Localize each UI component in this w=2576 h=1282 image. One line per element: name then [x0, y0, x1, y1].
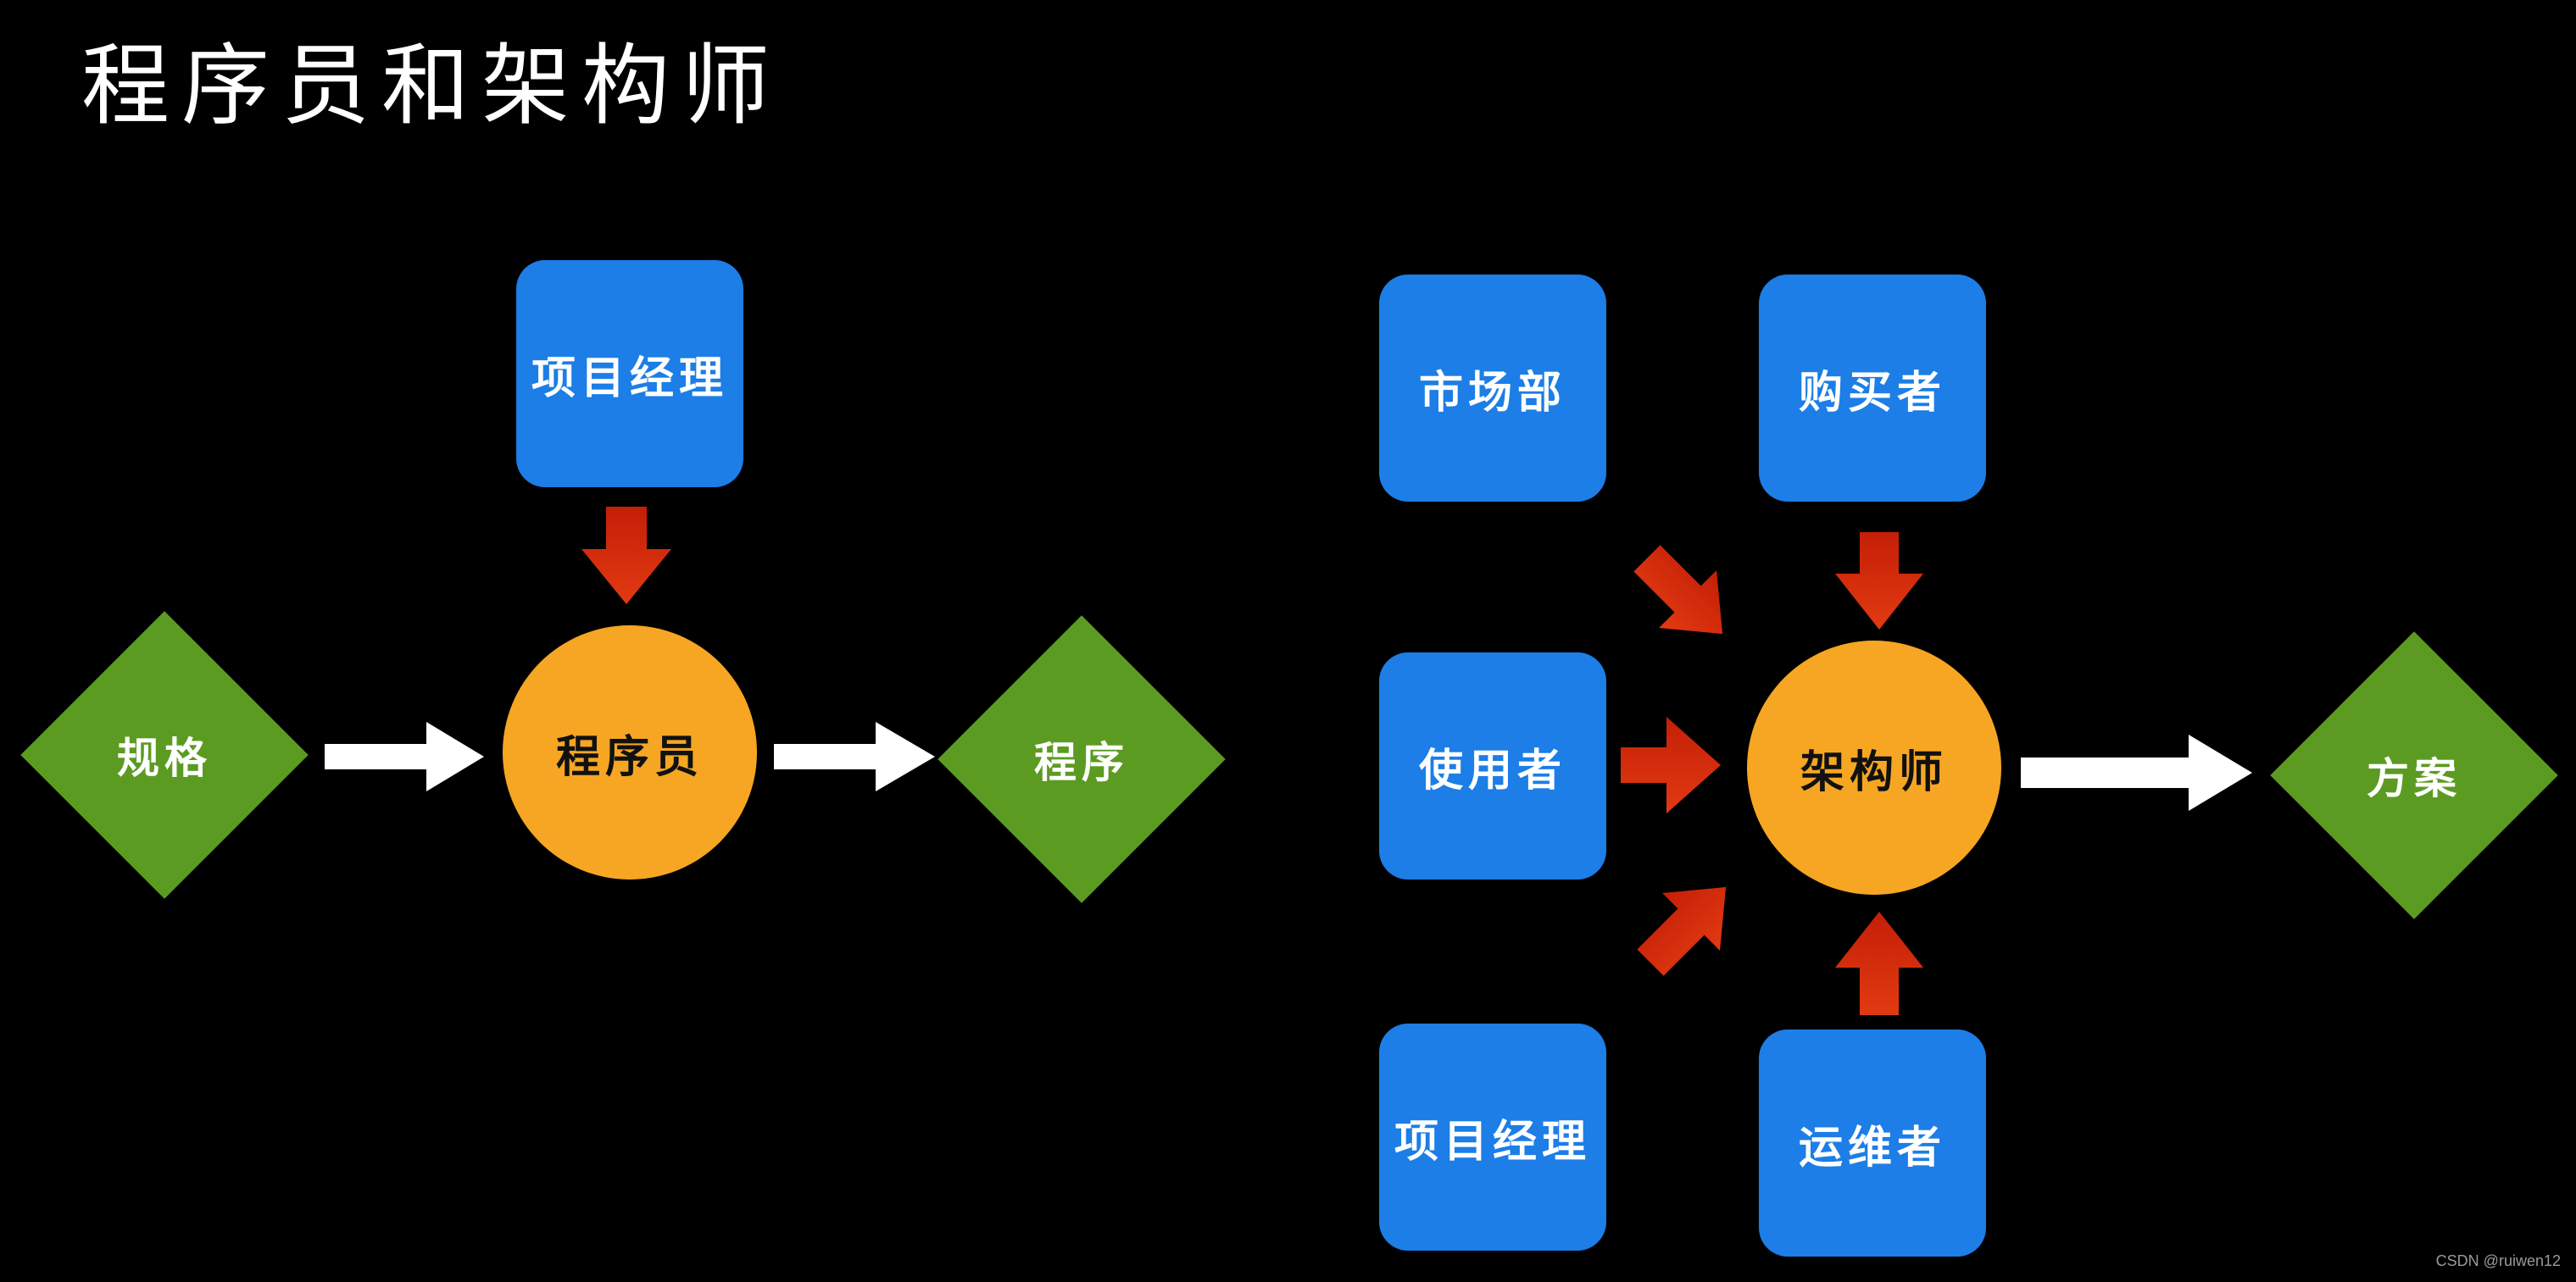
- ops-box: 运维者: [1759, 1029, 1986, 1257]
- red-arrow-down-icon: [581, 507, 671, 604]
- buyer-label: 购买者: [1798, 367, 1946, 419]
- user-box: 使用者: [1379, 652, 1606, 880]
- programmer-label: 程序员: [555, 731, 704, 783]
- red-arrow-down-icon: [1835, 532, 1923, 630]
- architect-circle: 架构师: [1747, 641, 2001, 895]
- white-arrow-right-icon: [774, 722, 935, 791]
- red-arrow-diagonal-icon: [1633, 545, 1723, 635]
- architect-label: 架构师: [1800, 746, 1948, 798]
- white-arrow-right-icon: [2021, 735, 2252, 811]
- buyer-box: 购买者: [1759, 275, 1986, 502]
- solution-label: 方案: [2367, 754, 2462, 803]
- program-diamond: 程序: [937, 615, 1226, 903]
- red-arrow-diagonal-icon: [1637, 886, 1727, 976]
- solution-diamond: 方案: [2270, 631, 2558, 919]
- project-manager-box-right: 项目经理: [1379, 1024, 1606, 1251]
- spec-diamond: 规格: [20, 611, 309, 899]
- red-arrow-up-icon: [1835, 912, 1923, 1015]
- project-manager-box-left: 项目经理: [516, 260, 743, 487]
- page-title: 程序员和架构师: [81, 34, 782, 137]
- program-label: 程序: [1034, 738, 1129, 787]
- user-label: 使用者: [1418, 745, 1566, 796]
- credit-text: CSDN @ruiwen12: [2435, 1252, 2561, 1269]
- project-manager-label: 项目经理: [531, 352, 728, 404]
- marketing-label: 市场部: [1418, 367, 1566, 419]
- programmer-circle: 程序员: [503, 625, 757, 880]
- spec-label: 规格: [117, 734, 212, 783]
- white-arrow-right-icon: [325, 722, 484, 791]
- project-manager-label: 项目经理: [1394, 1116, 1591, 1168]
- ops-label: 运维者: [1798, 1122, 1946, 1174]
- red-arrow-right-icon: [1621, 717, 1721, 813]
- marketing-box: 市场部: [1379, 275, 1606, 502]
